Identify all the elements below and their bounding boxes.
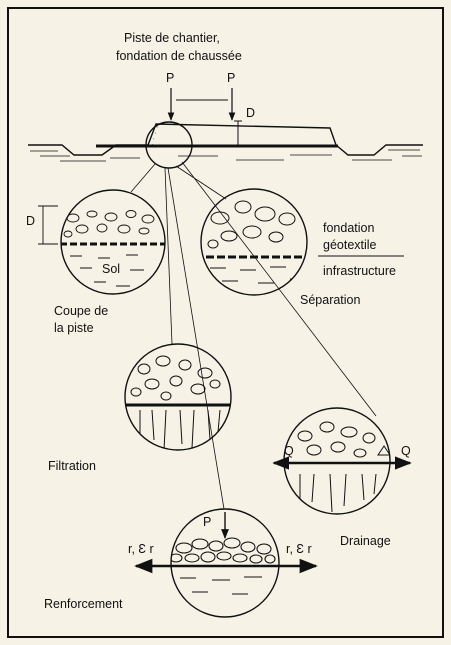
reinforcement-load-label: P (203, 515, 211, 529)
drainage-flow-right: Q (401, 444, 411, 458)
callout-lines (131, 162, 376, 509)
section-depth-label: D (26, 214, 35, 228)
panel-section: Sol D Coupe de la piste (26, 190, 166, 335)
load-label-left: P (166, 71, 174, 85)
separation-layer-bottom: infrastructure (323, 264, 396, 278)
separation-caption: Séparation (300, 293, 361, 307)
reinforcement-force-right: r, Ɛ r (286, 542, 312, 556)
section-caption-2: la piste (54, 321, 94, 335)
reinforcement-caption: Renforcement (44, 597, 123, 611)
drainage-caption: Drainage (340, 534, 391, 548)
title-line-2: fondation de chaussée (116, 49, 242, 63)
panel-reinforcement: P r, Ɛ r r, Ɛ r Renforcement (44, 509, 316, 617)
section-soil-label: Sol (102, 262, 120, 276)
reinforcement-force-left: r, Ɛ r (128, 542, 154, 556)
separation-layer-geotextile: géotextile (323, 238, 377, 252)
depth-label-top: D (246, 106, 255, 120)
filtration-caption: Filtration (48, 459, 96, 473)
terrain-profile (28, 124, 423, 155)
panel-filtration: Filtration (48, 344, 232, 473)
panel-drainage: Q Q Drainage (274, 408, 411, 548)
drainage-flow-left: Q (284, 444, 294, 458)
title-line-1: Piste de chantier, (124, 31, 220, 45)
separation-layer-top: fondation (323, 221, 374, 235)
section-caption-1: Coupe de (54, 304, 108, 318)
panel-separation: fondation géotextile infrastructure Sépa… (195, 189, 404, 307)
load-label-right: P (227, 71, 235, 85)
